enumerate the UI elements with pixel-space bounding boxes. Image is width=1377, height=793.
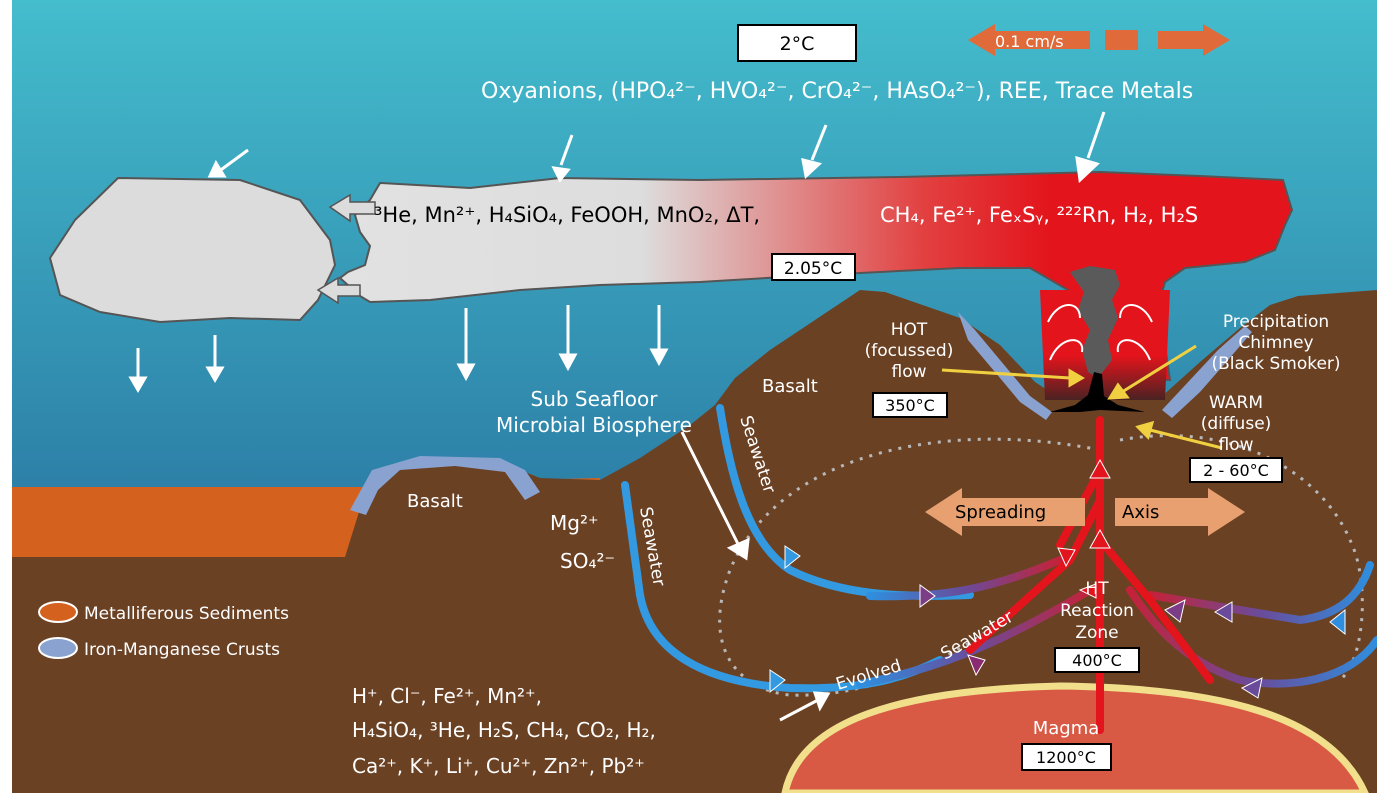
plume-grey-species: ³He, Mn²⁺, H₄SiO₄, FeOOH, MnO₂, ΔT,: [374, 203, 760, 227]
basalt-left-label: Basalt: [407, 491, 463, 512]
precipitation-chimney-label: Precipitation Chimney (Black Smoker): [1211, 312, 1340, 374]
surface-temp-box: [737, 24, 857, 62]
magma-temp-box: [1021, 743, 1112, 771]
fluid-line-3: Ca²⁺, K⁺, Li⁺, Cu²⁺, Zn²⁺, Pb²⁺: [352, 754, 645, 778]
yellow-pointer-arrows: [941, 344, 1223, 450]
seafloor-basalt: [12, 290, 1377, 793]
warm-line-2: (diffuse): [1201, 414, 1272, 434]
axis-label: Axis: [1122, 502, 1159, 523]
hot-flow-line-3: flow: [891, 362, 926, 382]
ht-reaction-zone-label: HT Reaction Zone: [1060, 579, 1134, 643]
convection-swirls: [1047, 304, 1153, 361]
ht-line-2: Reaction: [1060, 601, 1134, 621]
hot-flow-line-1: HOT: [891, 320, 928, 340]
precip-line-2: Chimney: [1238, 333, 1313, 353]
speed-scale-label: 0.1 cm/s: [995, 32, 1064, 51]
spreading-arrow-right: [1115, 488, 1245, 536]
speed-scale-block: [1105, 30, 1138, 50]
warm-line-1: WARM: [1209, 393, 1263, 413]
hot-flow-line-2: (focussed): [865, 341, 954, 361]
warm-flow-label: WARM (diffuse) flow: [1201, 393, 1272, 455]
basalt-right-label: Basalt: [762, 376, 818, 397]
oxyanions-label: Oxyanions, (HPO₄²⁻, HVO₄²⁻, CrO₄²⁻, HAsO…: [481, 79, 1193, 104]
vent-fluid-species: H⁺, Cl⁻, Fe²⁺, Mn²⁺, H₄SiO₄, ³He, H₂S, C…: [352, 684, 656, 778]
particle-settling-arrows: [128, 111, 1106, 722]
plume-temp-label: 2.05°C: [784, 259, 842, 279]
ht-temp-label: 400°C: [1072, 651, 1122, 670]
metalliferous-sediment-layer: [12, 487, 372, 560]
ht-temp-box: [1054, 647, 1140, 673]
hydrothermal-circulation-paths: [718, 434, 1364, 697]
magma-temp-label: 1200°C: [1036, 748, 1096, 767]
magma-chamber: [781, 682, 1369, 793]
flow-arrowheads: [769, 458, 1346, 699]
spreading-arrow-left: [925, 488, 1085, 536]
detached-plume-cloud: [48, 176, 337, 324]
speed-arrow-left: [968, 24, 1090, 56]
plume-outflow-arrows: [316, 193, 376, 305]
biosphere-line-1: Sub Seafloor: [531, 387, 659, 411]
legend-crust-label: Iron-Manganese Crusts: [84, 640, 280, 660]
precip-line-1: Precipitation: [1223, 312, 1329, 332]
seawater-recharge-flows: [621, 404, 1377, 693]
warm-line-3: flow: [1218, 435, 1253, 455]
iron-manganese-crust-left: [350, 456, 540, 515]
surface-temp-label: 2°C: [780, 33, 815, 55]
warm-temp-label: 2 - 60°C: [1203, 461, 1269, 480]
spreading-label: Spreading: [955, 502, 1046, 523]
legend-crust-swatch: [38, 637, 78, 659]
precip-line-3: (Black Smoker): [1211, 354, 1340, 374]
ht-line-1: HT: [1085, 579, 1109, 599]
iron-manganese-crust-vent-right: [1162, 326, 1252, 418]
hot-temp-box: [872, 392, 948, 418]
fluid-line-1: H⁺, Cl⁻, Fe²⁺, Mn²⁺,: [352, 684, 542, 708]
ht-line-3: Zone: [1075, 623, 1118, 643]
hot-temp-label: 350°C: [885, 396, 935, 415]
hot-flow-label: HOT (focussed) flow: [865, 320, 954, 382]
biosphere-label: Sub Seafloor Microbial Biosphere: [496, 387, 692, 437]
warm-temp-box: [1189, 457, 1283, 483]
black-smoker-chimney: [1050, 372, 1145, 412]
magma-label: Magma: [1033, 718, 1100, 739]
legend-sediment-label: Metalliferous Sediments: [84, 604, 289, 624]
speed-arrow-right: [1158, 24, 1230, 56]
so4-label: SO₄²⁻: [560, 549, 615, 573]
legend-sediment-swatch: [38, 601, 78, 623]
iron-manganese-crust-vent-left: [958, 312, 1052, 420]
fluid-line-2: H₄SiO₄, ³He, H₂S, CH₄, CO₂, H₂,: [352, 718, 656, 742]
plume-red-species: CH₄, Fe²⁺, FeₓSᵧ, ²²²Rn, H₂, H₂S: [880, 203, 1198, 227]
biosphere-line-2: Microbial Biosphere: [496, 413, 692, 437]
plume-temp-box: [771, 253, 856, 281]
mg-label: Mg²⁺: [550, 511, 599, 535]
